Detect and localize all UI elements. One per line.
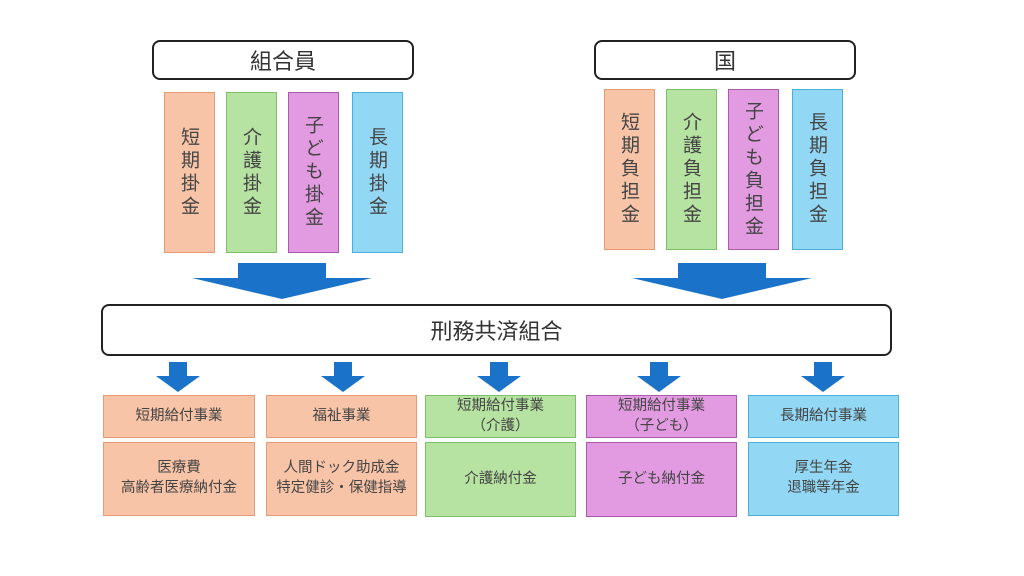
association-box: 刑務共済組合 — [101, 304, 892, 356]
state-column-label: 長期負担金 — [806, 112, 828, 227]
program-detail-text: 医療費 高齢者医療納付金 — [121, 460, 237, 496]
state-column-children: 子ども負担金 — [728, 89, 779, 250]
program-header-short-term: 短期給付事業 — [103, 395, 255, 438]
state-column-care: 介護負担金 — [666, 89, 717, 250]
state-box: 国 — [594, 40, 856, 80]
member-column-short-term: 短期掛金 — [164, 92, 215, 253]
program-detail-short-term: 医療費 高齢者医療納付金 — [103, 442, 255, 516]
program-detail-text: 厚生年金 退職等年金 — [787, 460, 860, 496]
state-column-label: 介護負担金 — [680, 112, 702, 227]
member-column-long-term: 長期掛金 — [352, 92, 403, 253]
state-title: 国 — [713, 50, 736, 75]
state-to-association-arrow — [632, 263, 812, 299]
program-arrow-1 — [156, 362, 200, 392]
program-header-text: 長期給付事業 — [780, 407, 867, 424]
state-column-label: 子ども負担金 — [742, 100, 764, 239]
program-header-children: 短期給付事業 （子ども） — [586, 395, 737, 438]
member-column-label: 長期掛金 — [366, 126, 388, 219]
state-column-label: 短期負担金 — [618, 112, 640, 227]
program-detail-text: 人間ドック助成金 特定健診・保健指導 — [276, 460, 407, 496]
program-header-care: 短期給付事業 （介護） — [425, 395, 576, 438]
program-header-text: 福祉事業 — [312, 407, 371, 424]
program-header-long-term: 長期給付事業 — [748, 395, 899, 438]
program-detail-long-term: 厚生年金 退職等年金 — [748, 442, 899, 516]
member-column-care: 介護掛金 — [226, 92, 277, 253]
program-detail-children: 子ども納付金 — [586, 442, 737, 517]
program-header-text: 短期給付事業 — [135, 407, 223, 424]
members-box: 組合員 — [152, 40, 414, 80]
program-detail-text: 介護納付金 — [464, 470, 537, 487]
member-column-label: 子ども掛金 — [302, 115, 324, 230]
program-detail-welfare: 人間ドック助成金 特定健診・保健指導 — [266, 442, 417, 516]
members-title: 組合員 — [249, 50, 316, 75]
member-column-label: 介護掛金 — [240, 126, 262, 219]
program-detail-text: 子ども納付金 — [618, 470, 705, 487]
program-header-text: 短期給付事業 （介護） — [457, 397, 544, 434]
program-arrow-2 — [321, 362, 365, 392]
program-arrow-3 — [477, 362, 521, 392]
association-title: 刑務共済組合 — [430, 320, 563, 345]
program-arrow-4 — [637, 362, 681, 392]
members-to-association-arrow — [192, 263, 372, 299]
state-column-short-term: 短期負担金 — [604, 89, 655, 250]
program-header-text: 短期給付事業 （子ども） — [618, 397, 705, 434]
member-column-label: 短期掛金 — [178, 126, 200, 219]
program-detail-care: 介護納付金 — [425, 442, 576, 517]
state-column-long-term: 長期負担金 — [792, 89, 843, 250]
program-header-welfare: 福祉事業 — [266, 395, 417, 438]
program-arrow-5 — [801, 362, 845, 392]
member-column-children: 子ども掛金 — [288, 92, 339, 253]
